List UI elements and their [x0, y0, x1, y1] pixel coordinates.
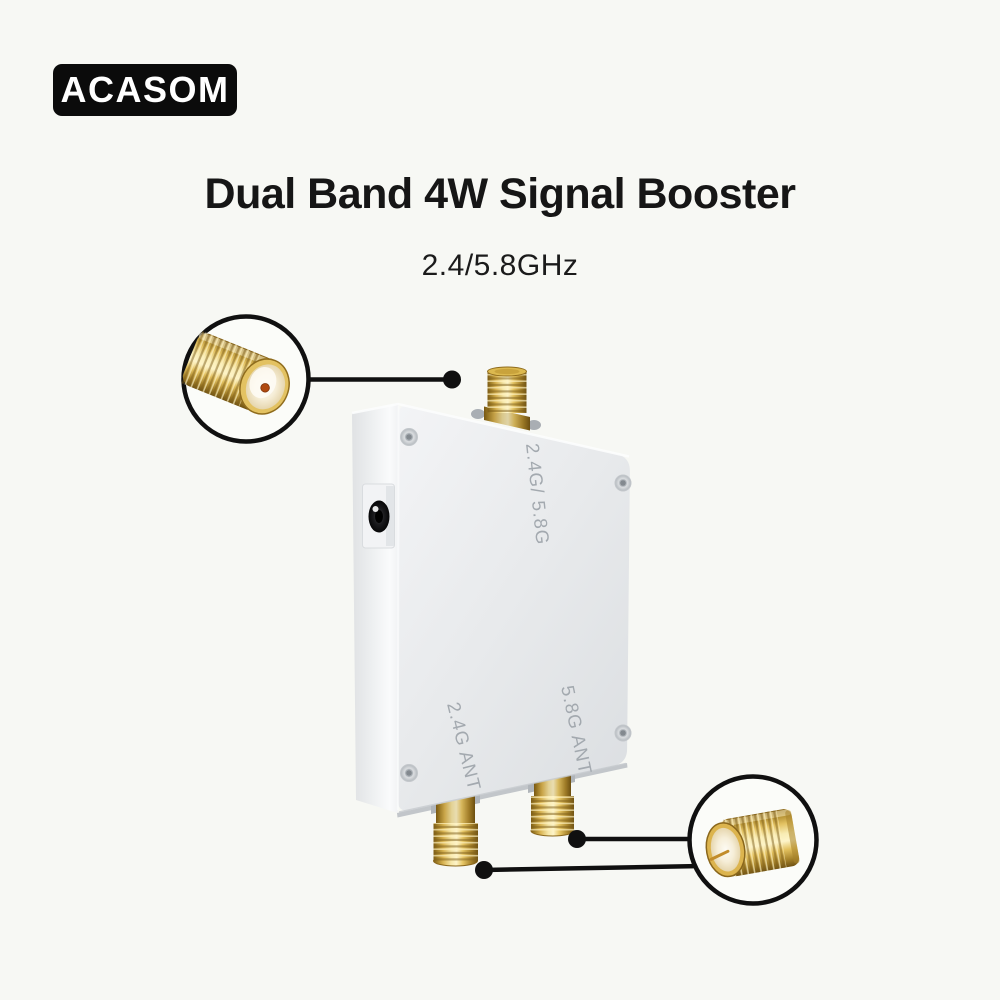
callout-dot-bottom-upper [568, 830, 586, 848]
dc-power-jack [362, 483, 395, 549]
sma-connector-closeup-bottom [705, 809, 800, 878]
enclosure-top-bevel [351, 402, 630, 458]
product-subtitle: 2.4/5.8GHz [421, 249, 579, 282]
signal-booster-device: 2.4G/ 5.8G 2.4G ANT 5.8G ANT [351, 366, 632, 867]
screw-bottom-left [400, 764, 418, 782]
callout-lines [308, 377, 703, 873]
callout-dot-top [443, 370, 461, 389]
brand-badge-label: ACASOM [60, 69, 230, 110]
screw-top-right [614, 474, 632, 492]
callout-dot-bottom-lower [475, 861, 493, 879]
sma-center-socket [260, 383, 270, 393]
sma-center-pin [709, 849, 730, 861]
callout-line-bottom-lower [483, 863, 703, 873]
connector-tab-top-left [471, 409, 485, 419]
enclosure-side-face [352, 403, 398, 813]
screw-top-left [400, 428, 418, 446]
product-title: Dual Band 4W Signal Booster [204, 170, 796, 218]
enclosure-left-bevel [396, 405, 400, 811]
enclosure-front-face [397, 405, 630, 811]
screw-bottom-right [614, 724, 632, 742]
enclosure-bottom-shade [398, 762, 627, 813]
brand-badge: ACASOM [53, 64, 237, 116]
sma-connector-closeup-top [179, 330, 290, 415]
connector-tab-top-right [527, 420, 541, 430]
sma-port-top [484, 366, 530, 431]
